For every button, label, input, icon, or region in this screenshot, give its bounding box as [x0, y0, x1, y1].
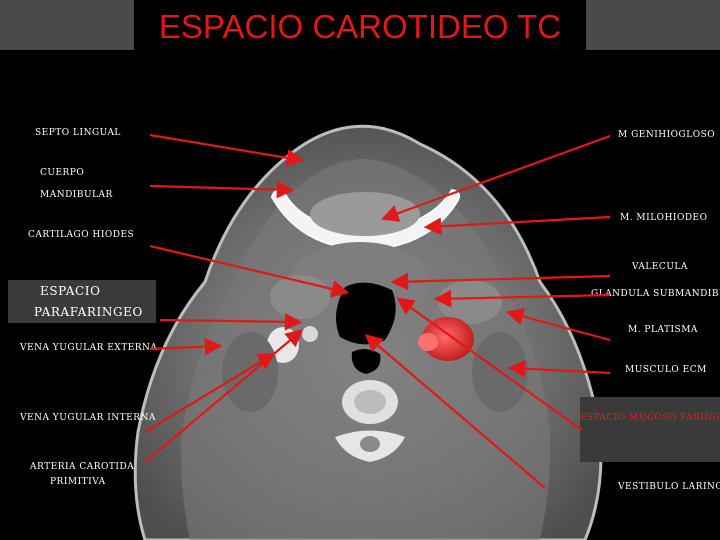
title-box — [134, 0, 586, 50]
arrow-vena-externa — [149, 337, 223, 356]
arrow-cartilago — [149, 244, 350, 298]
arrow-musculo-ecm — [507, 359, 611, 378]
arrow-valecula — [390, 272, 611, 291]
label-musculo-ecm: MUSCULO ECM — [625, 365, 707, 375]
label-vestibulo: VESTIBULO LARINGEO — [618, 482, 720, 492]
label-milohiodeo: M. MILOHIODEO — [620, 213, 708, 223]
arrow-mucoso — [396, 297, 583, 431]
label-genihiogloso: M GENIHIOGLOSO — [618, 130, 716, 140]
arrow-parafaringeo — [159, 313, 303, 331]
label-platisma: M. PLATISMA — [628, 325, 698, 335]
arrow-vena-interna — [144, 352, 276, 433]
arrow-vestibulo — [364, 334, 546, 489]
arrow-genihiogloso — [380, 134, 611, 222]
arrow-platisma — [505, 307, 611, 342]
slide-title: ESPACIO CAROTIDEO TC — [158, 8, 562, 45]
arrow-septo — [149, 133, 305, 167]
label-vena-interna: VENA YUGULAR INTERNA — [20, 413, 156, 423]
label-box-mucoso — [580, 397, 720, 462]
ct-scan-image — [133, 124, 603, 540]
label-parafaringeo: PARAFARINGEO — [34, 305, 143, 319]
label-box-parafaringeo — [8, 280, 156, 323]
label-vena-externa: VENA YUGULAR EXTERNA — [20, 343, 158, 353]
label-cartilago-hiodes: CARTILAGO HIODES — [28, 230, 135, 240]
label-septo-lingual: SEPTO LINGUAL — [35, 128, 121, 138]
arrow-arteria — [144, 329, 304, 463]
arrow-cuerpo — [149, 180, 295, 199]
label-valecula: VALECULA — [632, 262, 688, 272]
carotid-highlight — [422, 317, 474, 361]
airway — [336, 282, 396, 345]
arrow-glandula — [433, 289, 611, 308]
label-arteria: ARTERIA CAROTIDA — [30, 462, 135, 472]
label-espacio: ESPACIO — [40, 284, 101, 298]
label-cuerpo: CUERPO — [40, 168, 85, 178]
arrow-milohiodeo — [423, 215, 611, 236]
label-mucoso: ESPACIO MUCOSO FARINGEO — [580, 413, 720, 423]
label-mandibular: MANDIBULAR — [40, 190, 113, 200]
label-primitiva: PRIMITIVA — [50, 477, 106, 487]
label-glandula: GLANDULA SUBMANDIBUALR — [591, 289, 720, 299]
